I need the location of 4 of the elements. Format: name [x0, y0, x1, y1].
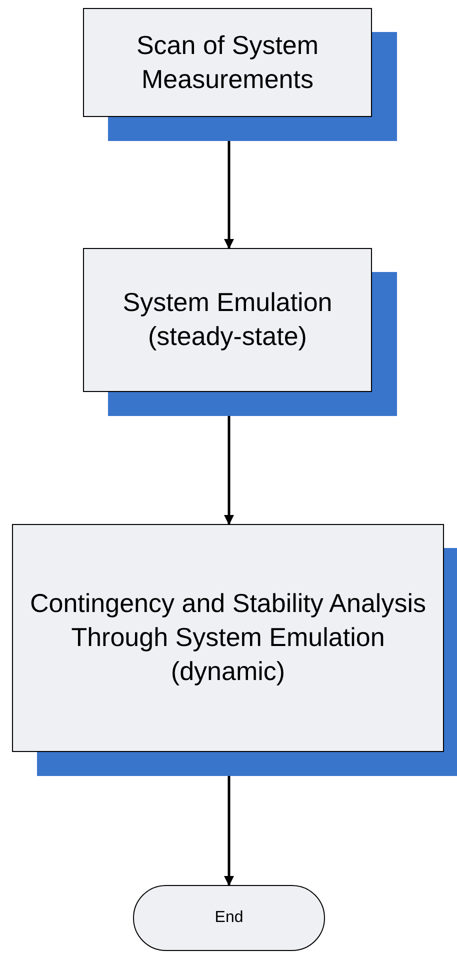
node-label: System Emulation (steady-state) — [122, 286, 334, 353]
node-label: Scan of System Measurements — [135, 28, 320, 96]
node-label: End — [214, 909, 244, 927]
node-label: Contingency and Stability Analysis Through System Emulation (dynamic) — [28, 587, 427, 688]
